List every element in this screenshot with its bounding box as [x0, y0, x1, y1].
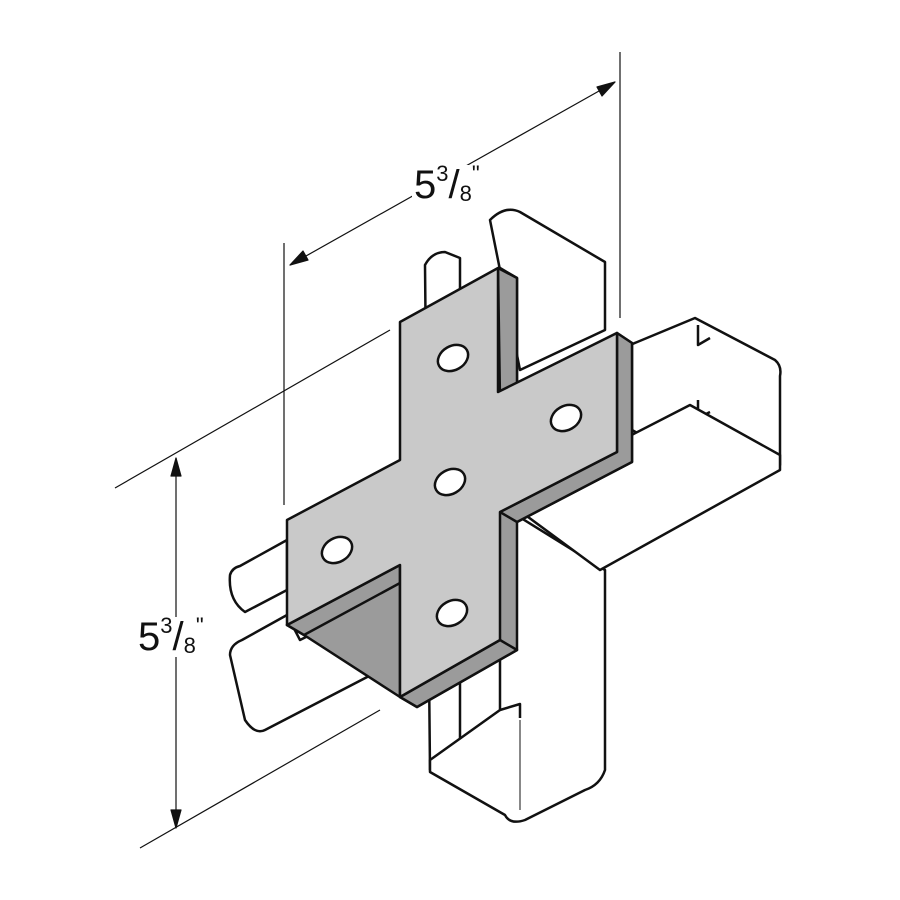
bolt-hole	[320, 535, 354, 565]
bolt-hole	[433, 467, 467, 497]
bolt-holes	[320, 343, 583, 628]
bolt-hole	[435, 598, 469, 628]
height-dimension-label: 53/8"	[136, 613, 206, 659]
bolt-hole	[436, 343, 470, 373]
width-dimension-label: 53/8"	[412, 161, 482, 207]
bolt-hole	[549, 403, 583, 433]
height-dimension-lines	[114, 329, 391, 849]
plate-edge-top	[496, 266, 519, 402]
